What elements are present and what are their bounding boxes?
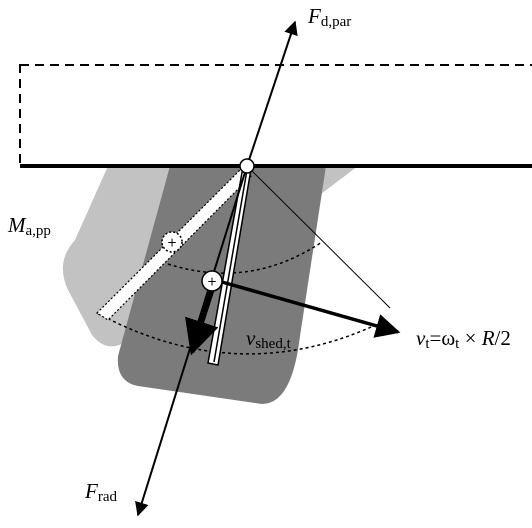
v-t-arrow (221, 280, 401, 338)
centroid-upper-circle (161, 231, 183, 253)
label-f-rad: Frad (84, 479, 117, 505)
centroid-lower-circle (201, 270, 223, 292)
inner-dotted-arc (167, 241, 323, 274)
f-d-par-arrow (246, 20, 298, 167)
label-m-a-pp: Ma,pp (7, 213, 51, 239)
blade-axis-center-line (213, 169, 248, 363)
label-f-d-par: Fd,par (307, 4, 351, 30)
centroid-upper-symbol: + (167, 236, 177, 250)
radius-line (246, 165, 391, 309)
label-v-shed-t: vshed,t (246, 326, 292, 352)
label-v-t: vt=ωt × R/2 (416, 326, 511, 352)
hub-pivot-circle (239, 158, 255, 174)
v-shed-t-arrow (185, 289, 219, 356)
centroid-lower-symbol: + (207, 275, 217, 289)
